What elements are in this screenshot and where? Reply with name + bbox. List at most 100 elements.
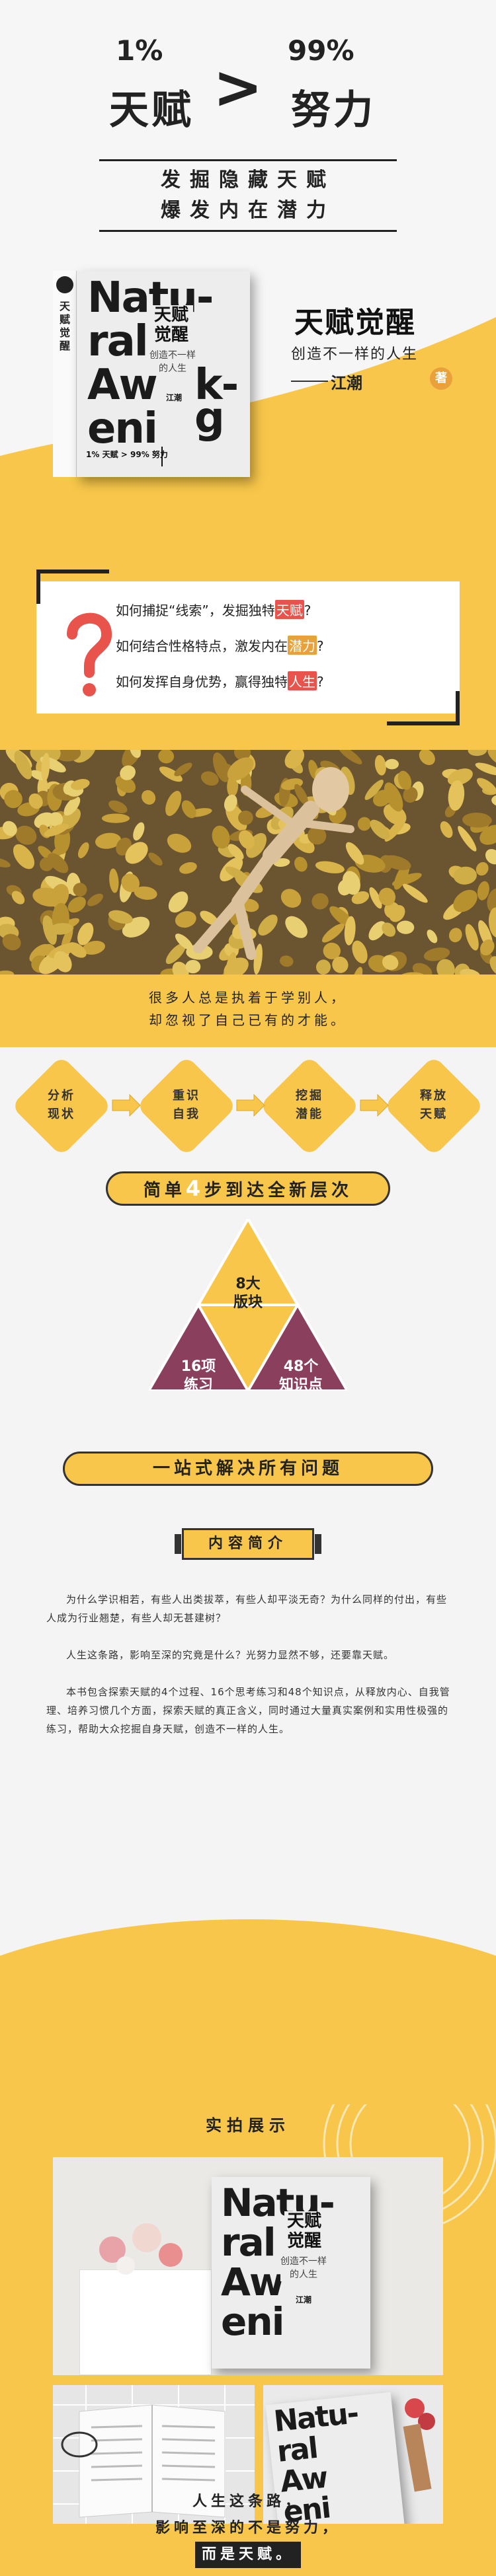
ginkgo-leaf — [374, 754, 386, 776]
ginkgo-leaf — [73, 883, 87, 897]
ginkgo-leaf — [337, 750, 362, 764]
ginkgo-leaf — [121, 873, 140, 893]
ginkgo-leaf — [133, 822, 145, 841]
book-cover: Natu- ral Aw k- eni g 天赋觉醒 创造不一样的人生 江潮 1… — [77, 271, 250, 477]
ginkgo-leaf — [87, 893, 103, 906]
ginkgo-leaf — [158, 750, 175, 764]
ginkgo-leaf — [475, 762, 496, 776]
ginkgo-leaf — [419, 750, 435, 765]
ginkgo-leaf — [489, 956, 496, 975]
ginkgo-leaf — [370, 819, 390, 840]
caption-line-1: 很多人总是执着于学别人， — [149, 990, 347, 1006]
ginkgo-leaf — [384, 782, 403, 812]
ginkgo-leaf — [294, 856, 308, 872]
left-word: 天赋 — [109, 87, 194, 133]
flower-white — [116, 2256, 135, 2275]
ginkgo-leaf — [487, 750, 496, 767]
book-spine: 天赋觉醒 — [53, 271, 77, 477]
right-percent: 99% — [288, 34, 354, 67]
cover-letters-5: eni — [87, 404, 158, 453]
ginkgo-leaf — [13, 844, 35, 869]
ginkgo-leaf — [427, 930, 438, 943]
ginkgo-leaf — [384, 901, 400, 919]
ginkgo-leaf — [175, 934, 193, 951]
question-2: 如何结合性格特点，激发内在潜力? — [116, 636, 324, 655]
ginkgo-leaf — [342, 871, 360, 895]
step-3: 挖掘潜能 — [296, 1089, 323, 1121]
triangle-right-label: 48个知识点 — [278, 1358, 323, 1393]
closing-line-3: 而是天赋。 — [194, 2542, 301, 2568]
ginkgo-leaf — [453, 866, 477, 885]
question-2-highlight: 潜力 — [288, 636, 317, 655]
ginkgo-leaf — [351, 891, 370, 904]
ginkgo-leaf — [476, 778, 496, 794]
ginkgo-leaf — [165, 791, 182, 817]
ginkgo-leaf — [185, 959, 201, 974]
ginkgo-leaf — [2, 934, 21, 951]
ginkgo-leaves-image — [0, 750, 496, 975]
ginkgo-leaf — [382, 855, 411, 871]
ginkgo-leaf — [475, 862, 489, 876]
ginkgo-leaf — [63, 796, 81, 816]
cover-letters-6: g — [194, 394, 225, 443]
ginkgo-leaf — [468, 750, 487, 756]
ginkgo-leaf — [47, 853, 69, 873]
hero-section: 1% 天赋 > 99% 努力 发掘隐藏天赋 爆发内在潜力 — [0, 0, 496, 291]
leaves-photo — [0, 750, 496, 975]
ginkgo-leaf — [0, 970, 15, 975]
cover-letters-3: Aw — [87, 361, 158, 410]
ginkgo-leaf — [14, 751, 32, 780]
ginkgo-leaf — [321, 923, 345, 943]
ginkgo-leaf — [15, 825, 37, 845]
ginkgo-leaf — [167, 833, 192, 853]
photo1-letters-2: ral — [221, 2220, 276, 2265]
questions-section: 如何捕捉“线索”，发掘独特天赋? 如何结合性格特点，激发内在潜力? 如何发挥自身… — [0, 568, 496, 750]
publisher-logo — [56, 276, 73, 293]
photo1-letters-3: Aw — [221, 2260, 284, 2304]
photo1-book-cover: Natu- ral Aw eni 天赋觉醒 创造不一样的人生 江潮 — [212, 2177, 370, 2369]
ginkgo-leaf — [212, 752, 230, 782]
ginkgo-leaf — [477, 881, 489, 901]
ginkgo-leaf — [315, 861, 345, 873]
ginkgo-leaf — [403, 883, 428, 903]
ginkgo-leaf — [453, 889, 477, 912]
ginkgo-leaf — [448, 928, 462, 943]
ginkgo-leaf — [165, 943, 186, 965]
photo-book-with-rose: Natu- ral Aw eni — [263, 2385, 443, 2524]
author-mark: 著 — [430, 367, 452, 390]
ginkgo-leaf — [109, 868, 119, 893]
question-mark-icon — [67, 612, 112, 696]
cover-title: 天赋觉醒 — [149, 305, 193, 345]
photo-book-with-flowers: Natu- ral Aw eni 天赋觉醒 创造不一样的人生 江潮 — [53, 2157, 443, 2375]
photo1-cover-author: 江潮 — [294, 2293, 314, 2306]
ginkgo-leaf — [311, 893, 329, 910]
step-2: 重识自我 — [173, 1089, 200, 1121]
ginkgo-leaf — [77, 842, 89, 858]
ginkgo-leaf — [49, 923, 73, 935]
question-1: 如何捕捉“线索”，发掘独特天赋? — [116, 600, 311, 619]
flower-light — [132, 2223, 161, 2252]
book-title: 天赋觉醒 — [294, 306, 416, 340]
intro-title: 内容简介 — [175, 1528, 321, 1560]
triangle-top-label: 8大版块 — [233, 1276, 263, 1311]
ginkgo-leaf — [368, 921, 386, 941]
ginkgo-leaf — [95, 832, 121, 849]
tagline-line-2: 爆发内在潜力 — [161, 199, 335, 222]
ginkgo-leaf — [403, 786, 418, 803]
triangle-diagram — [149, 1219, 347, 1391]
ginkgo-leaf — [159, 766, 183, 782]
photo-open-book — [53, 2385, 255, 2524]
ginkgo-leaf — [54, 951, 72, 973]
questions-box: 如何捕捉“线索”，发掘独特天赋? 如何结合性格特点，激发内在潜力? 如何发挥自身… — [36, 570, 460, 725]
photo3-letters-1: Natu- — [272, 2396, 360, 2439]
intro-paragraph-3: 本书包含探索天赋的4个过程、16个思考练习和48个知识点，从释放内心、自我管理、… — [46, 1686, 450, 1735]
ginkgo-leaf — [50, 883, 69, 908]
ginkgo-leaf — [148, 852, 163, 866]
ginkgo-leaf — [488, 907, 496, 938]
triangle-left-label: 16项练习 — [181, 1358, 216, 1393]
ginkgo-leaf — [181, 800, 196, 819]
steps-section: 分析现状 重识自我 挖掘潜能 释放天赋 简单4步到达全新层次 8大版块 16项练… — [0, 1047, 496, 1523]
photo1-cover-title: 天赋觉醒 — [284, 2211, 324, 2251]
ginkgo-leaf — [175, 911, 196, 928]
hero-tagline: 发掘隐藏天赋 爆发内在潜力 — [99, 155, 397, 236]
